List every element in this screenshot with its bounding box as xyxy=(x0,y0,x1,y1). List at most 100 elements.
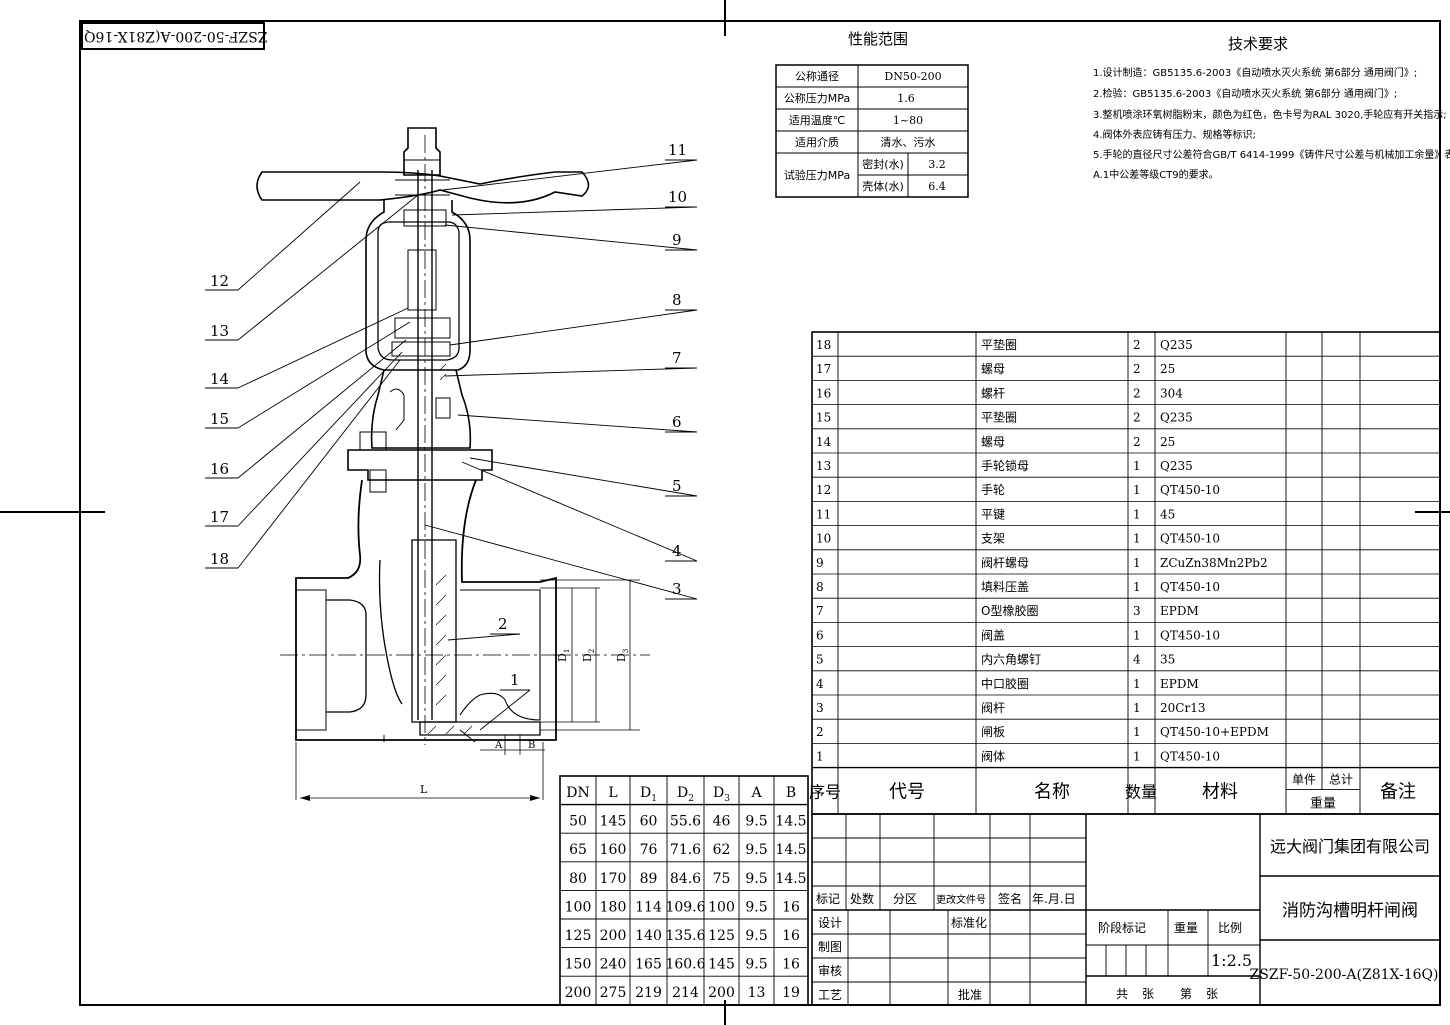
tech-requirements: 技术要求 1.设计制造：GB5135.6-2003《自动喷水灭火系统 第6部分 … xyxy=(1093,35,1450,181)
bom-cell-material: 20Cr13 xyxy=(1160,701,1205,715)
dim-cell: 214 xyxy=(672,985,699,1001)
perf-value: 1.6 xyxy=(897,92,915,105)
dim-cell: 14.5 xyxy=(775,814,806,830)
bom-cell-no: 5 xyxy=(816,653,824,667)
callout-4: 4 xyxy=(672,542,682,560)
bom-cell-material: ZCuZn38Mn2Pb2 xyxy=(1160,556,1268,570)
tech-line: 4.阀体外表应铸有压力、规格等标识; xyxy=(1093,128,1256,141)
bom-cell-no: 3 xyxy=(816,701,824,715)
dim-cell: 125 xyxy=(565,928,592,944)
dim-header: DN xyxy=(566,785,589,801)
perf-value: 1~80 xyxy=(893,114,923,127)
callout-15: 15 xyxy=(210,410,229,428)
bom-cell-no: 10 xyxy=(816,532,831,546)
tb-page: 第 xyxy=(1180,987,1192,1001)
tb-draw: 制图 xyxy=(818,940,842,954)
tech-line: 3.整机喷涂环氧树脂粉末，颜色为红色，色卡号为RAL 3020,手轮应有开关指示… xyxy=(1093,108,1447,121)
bom-cell-material: QT450-10 xyxy=(1160,580,1220,594)
dim-header: D3 xyxy=(713,785,730,804)
dim-cell: 89 xyxy=(640,871,658,887)
dim-cell: 14.5 xyxy=(775,842,806,858)
dim-cell: 13 xyxy=(748,985,766,1001)
dim-cell: 80 xyxy=(569,871,587,887)
bom-cell-qty: 1 xyxy=(1133,749,1141,763)
bom-cell-no: 12 xyxy=(816,483,831,497)
bom-cell-qty: 2 xyxy=(1133,386,1141,400)
dim-label-a: A xyxy=(494,740,503,751)
bom-cell-no: 7 xyxy=(816,604,824,618)
perf-value: DN50-200 xyxy=(884,70,941,83)
bom-cell-material: Q235 xyxy=(1160,459,1193,473)
perf-label: 公称通径 xyxy=(795,69,839,83)
dim-cell: 180 xyxy=(600,899,627,915)
dim-header: D2 xyxy=(677,785,694,804)
bom-cell-name: 平键 xyxy=(981,507,1005,521)
tb-check: 审核 xyxy=(818,963,842,978)
handwheel-shape xyxy=(256,171,590,204)
perf-test-row-label: 密封(水) xyxy=(862,157,904,171)
dim-header: B xyxy=(786,785,796,801)
bom-cell-no: 2 xyxy=(816,725,824,739)
bom-cell-name: 支架 xyxy=(981,532,1005,546)
leader-lines xyxy=(205,159,698,731)
dim-label-d1: D1 xyxy=(556,649,571,662)
tech-line: A.1中公差等级CT9的要求。 xyxy=(1093,168,1219,181)
dim-cell: 16 xyxy=(782,957,800,973)
tb-mark: 标记 xyxy=(816,892,840,906)
tb-weight: 重量 xyxy=(1174,921,1198,935)
bom-cell-material: EPDM xyxy=(1160,604,1199,618)
bom-header-name: 名称 xyxy=(1034,782,1070,803)
tech-line: 2.检验：GB5135.6-2003《自动喷水灭火系统 第6部分 通用阀门》; xyxy=(1093,87,1397,100)
dim-cell: 75 xyxy=(713,871,731,887)
dim-label-b: B xyxy=(528,740,535,751)
dim-cell: 19 xyxy=(782,985,800,1001)
tb-change-doc: 更改文件号 xyxy=(936,893,986,906)
dim-cell: 14.5 xyxy=(775,871,806,887)
performance-table: 性能范围 公称通径 DN50-200 公称压力MPa 1.6 适用温度℃ 1~8… xyxy=(775,30,969,198)
bom-header-code: 代号 xyxy=(889,782,925,803)
dim-cell: 145 xyxy=(708,957,735,973)
bom-cell-material: QT450-10 xyxy=(1160,628,1220,642)
bom-cell-name: 螺母 xyxy=(981,435,1005,449)
bom-cell-name: 螺杆 xyxy=(981,386,1005,400)
bom-cell-material: QT450-10 xyxy=(1160,749,1220,763)
callout-16: 16 xyxy=(210,460,229,478)
dim-cell: 165 xyxy=(635,957,662,973)
bom-cell-qty: 1 xyxy=(1133,507,1141,521)
bom-cell-no: 1 xyxy=(816,749,824,763)
dim-cell: 135.6 xyxy=(665,928,705,944)
bom-cell-name: 螺母 xyxy=(981,362,1005,376)
tb-process: 工艺 xyxy=(818,988,842,1002)
dimension-lines xyxy=(295,579,640,801)
dim-cell: 16 xyxy=(782,899,800,915)
callout-2: 2 xyxy=(498,615,508,633)
callout-labels: 11 10 9 8 7 6 5 4 3 2 1 12 13 14 15 16 1… xyxy=(210,141,687,689)
perf-test-row-value: 3.2 xyxy=(928,158,946,171)
bom-cell-material: 25 xyxy=(1160,362,1175,376)
tb-approve: 批准 xyxy=(958,987,982,1002)
performance-title: 性能范围 xyxy=(848,30,908,48)
perf-label: 适用温度℃ xyxy=(789,113,845,127)
bom-cell-material: QT450-10 xyxy=(1160,532,1220,546)
bom-cell-no: 17 xyxy=(816,362,831,376)
tb-company: 远大阀门集团有限公司 xyxy=(1270,837,1430,856)
bom-cell-name: 手轮锁母 xyxy=(981,458,1029,473)
callout-18: 18 xyxy=(210,550,229,568)
dim-header: L xyxy=(608,785,617,801)
bom-cell-name: 阀杆螺母 xyxy=(981,556,1029,570)
bom-cell-material: Q235 xyxy=(1160,411,1193,425)
dim-cell: 275 xyxy=(600,985,627,1001)
dim-cell: 55.6 xyxy=(670,814,701,830)
bom-header-remark: 备注 xyxy=(1380,782,1416,803)
dim-cell: 145 xyxy=(600,814,627,830)
bom-cell-no: 14 xyxy=(816,435,832,449)
bom-cell-name: 阀体 xyxy=(981,749,1005,763)
bom-cell-qty: 1 xyxy=(1133,677,1141,691)
perf-test-label: 试验压力MPa xyxy=(784,168,850,182)
bom-header-qty: 数量 xyxy=(1125,783,1157,802)
tb-product: 消防沟槽明杆闸阀 xyxy=(1282,901,1418,921)
callout-12: 12 xyxy=(210,272,229,290)
perf-value: 清水、污水 xyxy=(881,136,936,149)
dim-cell: 76 xyxy=(640,842,658,858)
